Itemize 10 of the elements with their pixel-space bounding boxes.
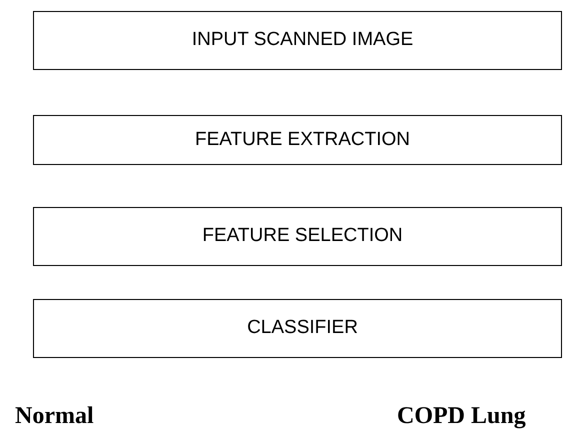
box-label: INPUT SCANNED IMAGE (190, 28, 414, 52)
box-label: CLASSIFIER (246, 316, 358, 340)
process-box (33, 11, 562, 70)
box-label: FEATURE EXTRACTION (194, 128, 410, 152)
process-box (33, 299, 562, 358)
process-box (33, 115, 562, 165)
box-label: FEATURE SELECTION (201, 224, 403, 248)
class-label: COPD Lung (397, 402, 526, 431)
process-box (33, 207, 562, 266)
class-label: Normal (15, 402, 94, 431)
